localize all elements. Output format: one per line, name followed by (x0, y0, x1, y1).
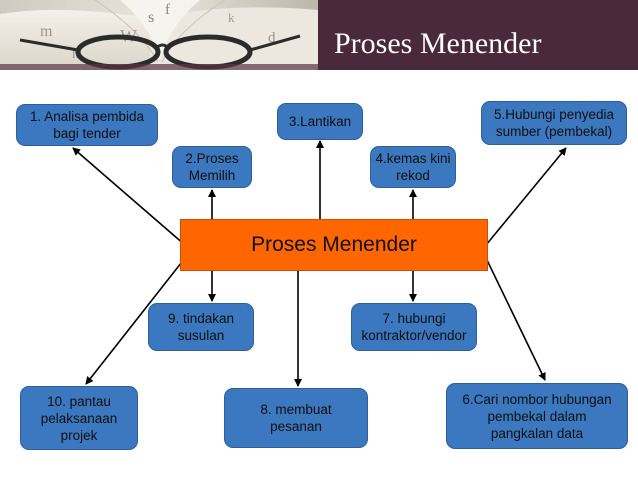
arrow-to-node-5 (486, 148, 566, 245)
arrow-to-node-6 (486, 258, 545, 380)
center-node-label: Proses Menender (251, 233, 417, 257)
node-2-label: 2.Proses Memilih (185, 150, 238, 184)
node-10-label: 10. pantau pelaksanaan projek (41, 393, 118, 444)
node-2-proses-memilih: 2.Proses Memilih (172, 146, 252, 188)
node-5-hubungi-penyedia: 5.Hubungi penyedia sumber (pembekal) (481, 101, 627, 145)
node-7-hubungi-kontraktor: 7. hubungi kontraktor/vendor (351, 303, 477, 351)
node-10-pantau-pelaksanaan: 10. pantau pelaksanaan projek (20, 386, 138, 450)
node-5-label: 5.Hubungi penyedia sumber (pembekal) (494, 106, 614, 140)
node-4-label: 4.kemas kini rekod (375, 150, 450, 184)
node-3-label: 3.Lantikan (289, 113, 351, 130)
node-8-membuat-pesanan: 8. membuat pesanan (224, 388, 368, 448)
node-6-cari-nombor-hubungan: 6.Cari nombor hubungan pembekal dalam pa… (446, 383, 628, 449)
node-9-tindakan-susulan: 9. tindakan susulan (148, 303, 254, 351)
node-1-analisa-pembida: 1. Analisa pembida bagi tender (16, 104, 158, 146)
node-8-label: 8. membuat pesanan (260, 401, 331, 435)
node-3-lantikan: 3.Lantikan (277, 103, 363, 140)
node-7-label: 7. hubungi kontraktor/vendor (361, 310, 466, 344)
center-node-proses-menender: Proses Menender (180, 219, 488, 271)
node-4-kemas-kini-rekod: 4.kemas kini rekod (370, 146, 456, 188)
node-9-label: 9. tindakan susulan (168, 310, 234, 344)
arrow-to-node-1 (73, 148, 185, 245)
node-1-label: 1. Analisa pembida bagi tender (30, 108, 144, 142)
node-6-label: 6.Cari nombor hubungan pembekal dalam pa… (462, 391, 611, 442)
